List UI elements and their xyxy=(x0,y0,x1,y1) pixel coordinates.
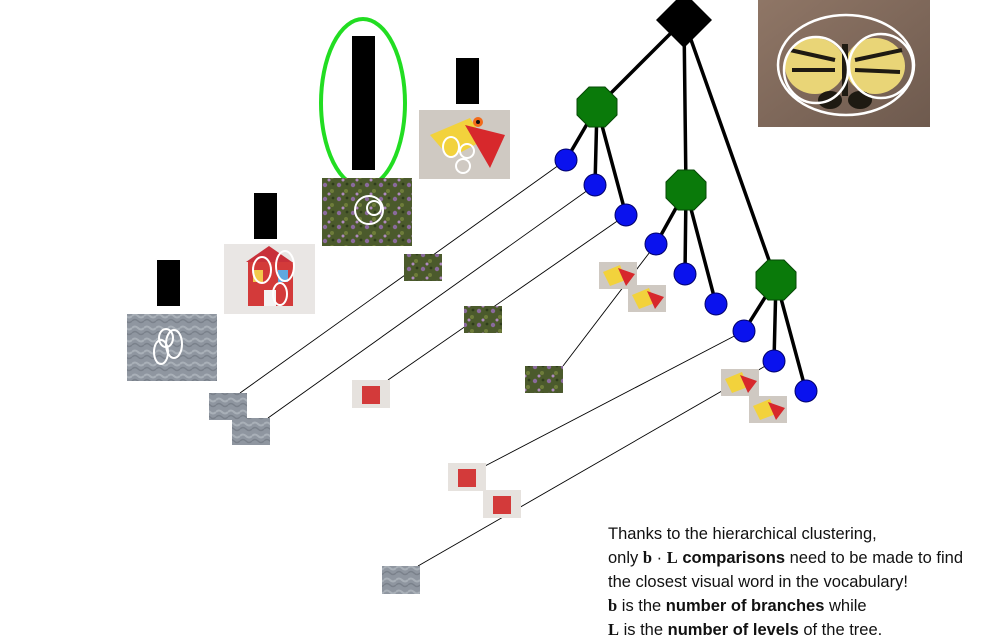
caption-line-1: Thanks to the hierarchical clustering, xyxy=(608,525,877,543)
histogram-bars xyxy=(157,36,479,306)
image-red-house xyxy=(224,244,315,314)
patch-thumbnail xyxy=(599,262,637,289)
caption-line-4: b is the number of branches while xyxy=(608,596,867,615)
image-flowers xyxy=(322,178,412,246)
patch-thumbnail xyxy=(483,490,521,518)
caption-line-5: L is the number of levels of the tree. xyxy=(608,620,883,639)
histogram-bar xyxy=(352,36,375,170)
patch-thumbnail xyxy=(232,418,270,445)
patch-thumbnail xyxy=(404,254,442,281)
patch-thumbnail xyxy=(448,463,486,491)
histogram-bar xyxy=(456,58,479,104)
internal-node-2 xyxy=(665,169,707,211)
leaf-node xyxy=(704,292,728,316)
image-butterfly xyxy=(758,0,930,127)
caption-line-3: the closest visual word in the vocabular… xyxy=(608,573,908,591)
leaf-node xyxy=(762,349,786,373)
root-node xyxy=(656,0,712,48)
leaf-node xyxy=(794,379,818,403)
assignment-lines xyxy=(239,159,775,567)
patch-thumbnail xyxy=(749,396,787,423)
leaf-node xyxy=(614,203,638,227)
leaf-node xyxy=(732,319,756,343)
leaf-node xyxy=(644,232,668,256)
patch-thumbnail xyxy=(721,369,759,396)
internal-node-1 xyxy=(576,86,618,128)
leaf-node xyxy=(554,148,578,172)
explanation-text: Thanks to the hierarchical clustering, o… xyxy=(608,522,1006,642)
leaf-nodes xyxy=(554,148,818,403)
patch-thumbnail xyxy=(464,306,502,333)
patch-thumbnail xyxy=(628,285,666,312)
internal-node-3 xyxy=(755,259,797,301)
leaf-node xyxy=(673,262,697,286)
histogram-bar xyxy=(157,260,180,306)
patch-thumbnails xyxy=(209,254,787,594)
image-toy-bird xyxy=(419,110,510,179)
image-stone xyxy=(127,314,217,381)
caption-line-2: only b · L comparisons need to be made t… xyxy=(608,548,963,567)
histogram-bar xyxy=(254,193,277,239)
patch-thumbnail xyxy=(352,380,390,408)
patch-thumbnail xyxy=(525,366,563,393)
patch-thumbnail xyxy=(209,393,247,420)
leaf-node xyxy=(583,173,607,197)
patch-thumbnail xyxy=(382,566,420,594)
